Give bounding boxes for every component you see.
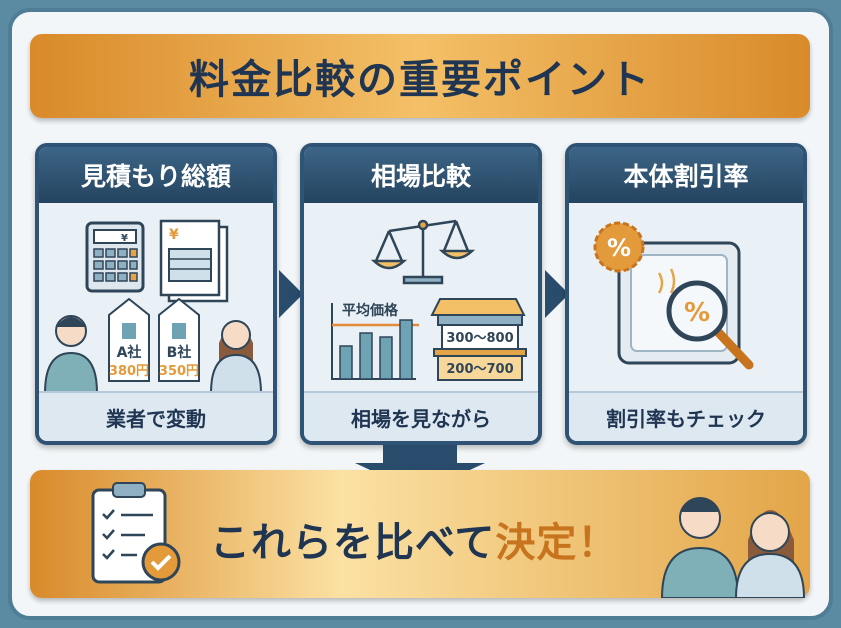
conclusion-banner: これらを比べて決定！	[30, 470, 810, 598]
balance-scale-icon	[370, 219, 476, 285]
panel-caption: 業者で変動	[39, 391, 273, 441]
panel-illustration: % %	[569, 203, 803, 391]
discount-badge-icon: %	[593, 221, 645, 273]
panel-header: 見積もり総額	[39, 147, 273, 203]
svg-text:300〜800: 300〜800	[446, 331, 513, 346]
panel-illustration: ¥ ¥	[39, 203, 273, 393]
panel-market-comparison: 相場比較 平均価格	[300, 143, 542, 445]
svg-text:%: %	[684, 298, 710, 328]
svg-text:¥: ¥	[169, 227, 179, 243]
panel-caption: 割引率もチェック	[569, 391, 803, 441]
panel-header: 本体割引率	[569, 147, 803, 203]
woman-thinking-illustration	[209, 320, 263, 393]
calculator-icon: ¥	[85, 221, 145, 293]
average-price-bar-chart: 平均価格	[331, 302, 419, 380]
happy-couple-thumbs-up-illustration	[660, 497, 806, 598]
market-stall-icon: 300〜800 200〜700	[430, 298, 527, 381]
title-banner: 料金比較の重要ポイント	[30, 34, 810, 118]
clipboard-checklist-icon	[91, 482, 181, 584]
estimate-document-icon: ¥	[159, 219, 229, 303]
panel-caption: 相場を見ながら	[304, 391, 538, 441]
svg-text:%: %	[607, 234, 631, 262]
panel-estimate-total: 見積もり総額 ¥ ¥	[35, 143, 277, 445]
svg-text:平均価格: 平均価格	[342, 302, 399, 319]
arrow-down-icon	[355, 445, 485, 493]
magnifying-glass-icon: %	[666, 280, 754, 370]
calc-yen: ¥	[121, 233, 128, 244]
page-title: 料金比較の重要ポイント	[189, 57, 651, 103]
man-thinking-illustration	[43, 315, 99, 393]
svg-text:200〜700: 200〜700	[446, 362, 513, 377]
panel-header: 相場比較	[304, 147, 538, 203]
price-tag-company-b: B社 350円	[158, 297, 200, 382]
price-tag-company-a: A社 380円	[108, 297, 150, 382]
svg-text:A社: A社	[117, 344, 142, 361]
svg-text:350円: 350円	[159, 364, 199, 379]
panel-illustration: 平均価格 300〜800 200〜700	[304, 203, 538, 391]
panel-discount-rate: 本体割引率 % % 割引率もチェック	[565, 143, 807, 445]
svg-text:B社: B社	[167, 344, 192, 361]
conclusion-text: これらを比べて決定！	[210, 520, 619, 566]
arrow-right-icon	[279, 270, 303, 318]
svg-text:380円: 380円	[109, 364, 149, 379]
